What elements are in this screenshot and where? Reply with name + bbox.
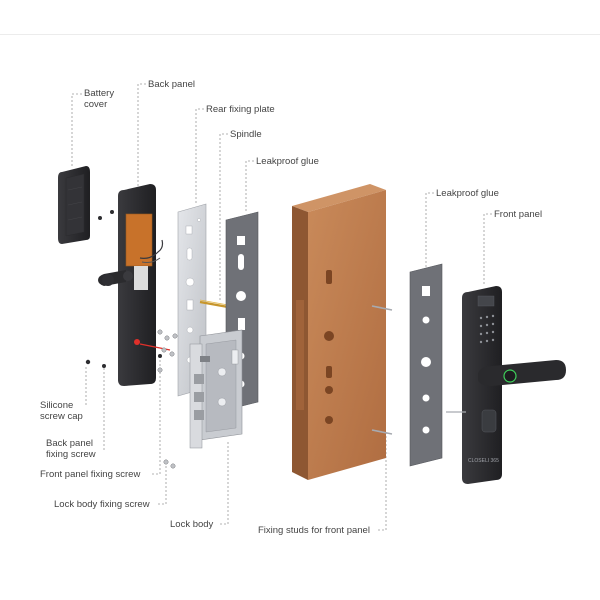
label-fixing-studs: Fixing studs for front panel bbox=[258, 525, 370, 536]
screws-mid bbox=[157, 329, 178, 469]
battery-cover-art bbox=[58, 166, 90, 244]
label-back-panel: Back panel bbox=[148, 79, 196, 90]
label-rear-fixing-plate: Rear fixing plate bbox=[206, 104, 275, 115]
dark-screws bbox=[85, 354, 162, 368]
label-spindle: Spindle bbox=[230, 129, 262, 140]
lock-body-art bbox=[189, 329, 243, 449]
label-front-panel: Front panel bbox=[494, 209, 543, 220]
label-battery-cover: Battery cover bbox=[84, 88, 115, 110]
label-back-panel-fixing-screw: Back panel fixing screw bbox=[46, 438, 96, 460]
top-divider bbox=[0, 34, 600, 35]
brand-text: CLOSELI 365 bbox=[468, 458, 499, 464]
leader-lines bbox=[71, 83, 492, 531]
leakproof-glue-front-art bbox=[409, 263, 443, 467]
label-leakproof-glue-rear: Leakproof glue bbox=[256, 156, 319, 167]
fixing-studs-art bbox=[371, 305, 393, 435]
label-front-panel-fixing-screw: Front panel fixing screw bbox=[40, 469, 141, 480]
front-panel-art bbox=[446, 286, 566, 484]
label-silicone-screw-cap: Silicone screw cap bbox=[40, 400, 83, 422]
label-leakproof-glue-front: Leakproof glue bbox=[436, 188, 499, 199]
label-lock-body: Lock body bbox=[170, 519, 214, 530]
door-art bbox=[292, 184, 386, 480]
label-lock-body-fixing-screw: Lock body fixing screw bbox=[54, 499, 150, 510]
